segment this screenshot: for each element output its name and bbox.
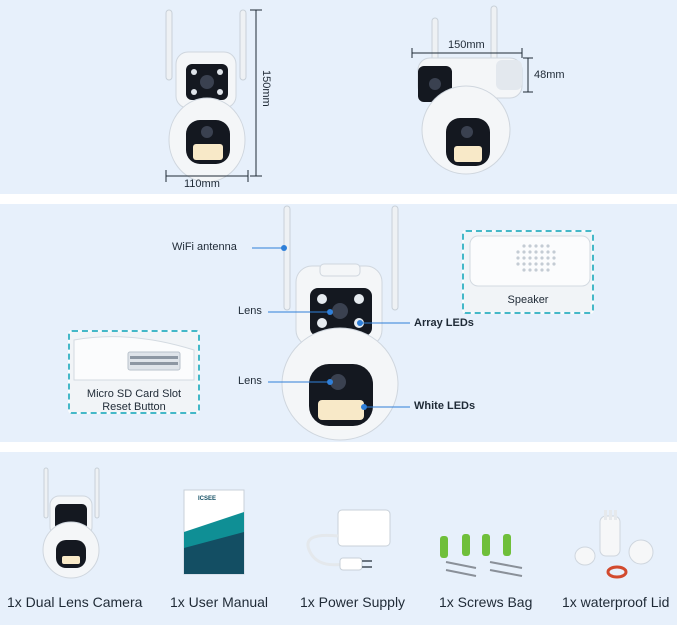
speaker-label: Speaker [507,294,549,306]
speaker-hole [540,268,544,272]
speaker-hole [522,256,526,260]
speaker-hole [522,262,526,266]
speaker-hole [528,256,532,260]
manual-brand-text: ICSEE [198,496,217,502]
array-leds-label: Array LEDs [414,317,474,329]
package-item-screws: 1x Screws Bag [439,594,533,610]
camera-icon [42,467,100,579]
sd-card-inset: Micro SD Card Slot Reset Button [68,330,200,414]
lens-top-label: Lens [238,305,262,317]
power-supply-icon [306,509,391,571]
speaker-hole [540,250,544,254]
speaker-hole [534,262,538,266]
depth-dimension-label: 48mm [534,69,565,81]
speaker-hole [522,244,526,248]
speaker-hole [528,244,532,248]
speaker-hole [534,268,538,272]
dimension-lines-front [165,9,262,182]
speaker-hole [516,250,520,254]
wifi-antenna-label: WiFi antenna [172,241,237,253]
camera-front-image [165,9,247,183]
speaker-hole [552,250,556,254]
camera-side-image [417,5,523,175]
speaker-hole [546,256,550,260]
speaker-hole [534,244,538,248]
length-dimension-label: 150mm [448,39,485,51]
speaker-hole [534,250,538,254]
speaker-hole [546,250,550,254]
width-dimension-label: 110mm [184,178,220,190]
speaker-hole [522,268,526,272]
speaker-hole [546,268,550,272]
speaker-grill-image [464,232,592,312]
waterproof-lid-icon [574,510,654,579]
screws-icon [440,534,523,577]
speaker-hole [546,262,550,266]
features-panel: WiFi antenna Lens Array LEDs Lens White … [0,204,677,442]
speaker-hole [552,262,556,266]
package-item-manual: 1x User Manual [170,594,269,610]
package-contents-panel: ICSEE 1x Dual Lens Camera 1x User Manual… [0,452,677,625]
sd-slot-image [70,332,198,412]
speaker-hole [540,256,544,260]
speaker-hole [540,244,544,248]
speaker-hole [528,250,532,254]
speaker-hole [516,262,520,266]
package-item-waterproof-lid: 1x waterproof Lid [562,594,670,610]
speaker-hole [540,262,544,266]
lens-bottom-label: Lens [238,375,262,387]
callout-lines [252,245,410,410]
speaker-hole [522,250,526,254]
sd-card-label: Micro SD Card Slot [86,388,182,400]
reset-button-label: Reset Button [102,401,166,413]
package-item-camera: 1x Dual Lens Camera [7,594,143,610]
dimensions-panel: 150mm 110mm 150mm 48mm [0,0,677,194]
speaker-hole [528,268,532,272]
speaker-icon [516,244,556,272]
white-leds-label: White LEDs [414,400,476,412]
speaker-hole [528,262,532,266]
speaker-inset: Speaker [462,230,594,314]
camera-callout-image [281,205,399,441]
speaker-hole [552,256,556,260]
manual-icon [183,489,245,575]
speaker-hole [516,256,520,260]
speaker-hole [534,256,538,260]
package-item-power-supply: 1x Power Supply [300,594,406,610]
dimension-lines-side [411,48,533,93]
speaker-hole [546,244,550,248]
